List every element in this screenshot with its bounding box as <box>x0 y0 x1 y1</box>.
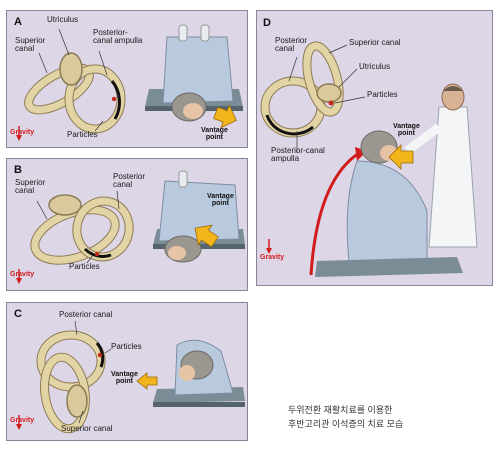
label-posterior-ampulla: Posterior-canal ampulla <box>271 146 325 164</box>
particles-track <box>110 80 121 120</box>
label-superior-canal: Superior canal <box>61 424 113 433</box>
utriculus-body <box>316 83 342 103</box>
panel-b-illustration <box>16 170 245 284</box>
vantage-arrow <box>213 103 237 129</box>
panel-b: B Superior canal Posterior canal Particl… <box>6 158 248 291</box>
vantage-point-label: Vantage point <box>207 193 234 208</box>
utriculus-body <box>59 52 83 86</box>
label-particles: Particles <box>67 130 98 139</box>
vantage-point-label: Vantage point <box>111 371 138 386</box>
panel-d: D Posterior canal Superior canal Utricul… <box>256 10 493 286</box>
label-posterior-canal: Posterior canal <box>59 310 113 319</box>
particles-track <box>265 114 314 136</box>
label-utriculus: Utriculus <box>47 15 79 24</box>
gravity-label: Gravity <box>10 129 35 136</box>
label-superior-canal: Superior canal <box>15 36 46 54</box>
particles-track <box>95 342 105 368</box>
exam-table <box>315 257 463 277</box>
particles-dot <box>97 352 103 358</box>
vantage-arrow <box>388 144 414 170</box>
panel-d-letter: D <box>263 17 271 29</box>
label-utriculus: Utriculus <box>359 62 391 71</box>
rotation-arrow <box>309 151 360 276</box>
patient-body <box>158 180 240 242</box>
particles-dot <box>328 100 334 106</box>
label-superior-canal: Superior canal <box>15 178 46 196</box>
caption-line-2: 후반고리관 이석증의 치료 모습 <box>288 418 404 429</box>
figure-caption: 두위전환 재활치료를 이용한 후반고리관 이석증의 치료 모습 <box>288 404 403 432</box>
label-posterior-ampulla: Posterior- canal ampulla <box>93 28 143 46</box>
vantage-point-label: Vantage point <box>393 123 420 138</box>
patient-body <box>162 36 234 104</box>
patient-body <box>346 160 428 262</box>
label-particles: Particles <box>111 342 142 351</box>
vantage-point-label: Vantage point <box>201 127 228 142</box>
gravity-label: Gravity <box>10 271 35 278</box>
label-posterior-canal: Posterior canal <box>275 36 308 54</box>
particles-dot <box>111 96 117 102</box>
panel-a-illustration <box>16 24 243 141</box>
panel-c-illustration <box>16 320 245 434</box>
utriculus-body <box>48 194 82 216</box>
panel-b-letter: B <box>14 164 22 176</box>
label-superior-canal: Superior canal <box>349 38 401 47</box>
utriculus-body <box>66 384 88 418</box>
label-particles: Particles <box>69 262 100 271</box>
panel-c-letter: C <box>14 308 22 320</box>
label-particles: Particles <box>367 90 398 99</box>
label-posterior-canal: Posterior canal <box>113 172 146 190</box>
vantage-arrow <box>136 372 158 390</box>
caption-line-1: 두위전환 재활치료를 이용한 <box>288 405 393 415</box>
panel-a-letter: A <box>14 16 22 28</box>
particles-dot <box>94 251 100 257</box>
panel-a: A Utriculus Superior canal Posterior- ca… <box>6 10 248 148</box>
panel-c: C Posterior canal Particles Superior can… <box>6 302 248 441</box>
panel-d-illustration <box>260 41 478 277</box>
gravity-label: Gravity <box>260 254 285 261</box>
gravity-label: Gravity <box>10 417 35 424</box>
vantage-arrow <box>194 224 219 248</box>
